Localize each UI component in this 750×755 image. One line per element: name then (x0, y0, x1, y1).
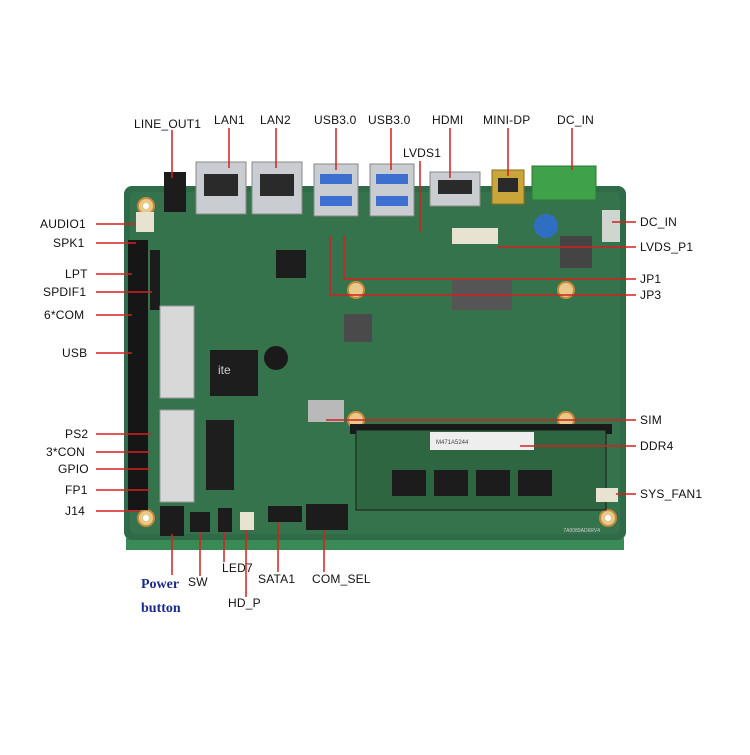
label-lan2: LAN2 (260, 113, 291, 127)
ram-sticker (430, 432, 534, 450)
label-fp1: FP1 (65, 483, 88, 497)
label-audio1: AUDIO1 (40, 217, 86, 231)
lvds-connector (452, 228, 498, 244)
m2-slot (206, 420, 234, 490)
sata1-connector (268, 506, 302, 522)
label-dc-in-right: DC_IN (640, 215, 678, 229)
ite-chip (210, 350, 258, 396)
label-hd-p: HD_P (228, 596, 261, 610)
label-ps2: PS2 (65, 427, 89, 441)
label-spk1: SPK1 (53, 236, 85, 250)
label-sys-fan1: SYS_FAN1 (640, 487, 703, 501)
label-usb: USB (62, 346, 88, 360)
mpcie-slot-2 (159, 409, 195, 503)
inductor (344, 314, 372, 342)
ddr4-slot (350, 424, 612, 434)
small-chip (276, 250, 306, 278)
ram-chip-3 (476, 470, 510, 496)
dc-inductor (560, 236, 592, 268)
label-sim: SIM (640, 413, 662, 427)
dc-in-screw-terminal (602, 210, 620, 242)
usb30-port-a (313, 163, 359, 217)
callout-jp3 (329, 236, 636, 296)
label-com-sel: COM_SEL (312, 572, 371, 586)
rear-io (164, 161, 597, 217)
label-hdmi: HDMI (432, 113, 464, 127)
sw-part (190, 512, 210, 532)
label-j14: J14 (65, 504, 85, 518)
label-usb30-a: USB3.0 (314, 113, 357, 127)
label-mini-dp: MINI-DP (483, 113, 531, 127)
mpcie-slot-1 (159, 305, 195, 399)
pin-header-column (128, 240, 148, 510)
ram-sticker-text: M471A5244 (436, 440, 469, 446)
callout-lines (96, 128, 636, 597)
label-jp3: JP3 (640, 288, 662, 302)
audio1-connector (136, 212, 154, 232)
sys-fan-connector (596, 488, 618, 502)
label-3con: 3*CON (46, 445, 86, 459)
label-6com: 6*COM (44, 308, 85, 322)
usb30-port-b (369, 163, 415, 217)
label-lan1: LAN1 (214, 113, 245, 127)
chip-brand-text: ite (218, 363, 231, 377)
left-headers (128, 212, 160, 510)
label-spdif1: SPDIF1 (43, 285, 87, 299)
board-edge (126, 538, 624, 550)
capacitor (534, 214, 558, 238)
label-dc-in-top: DC_IN (557, 113, 595, 127)
label-sw: SW (188, 575, 208, 589)
label-gpio: GPIO (58, 462, 89, 476)
audio-jack (164, 172, 186, 212)
label-line-out1: LINE_OUT1 (134, 117, 202, 131)
sim-slot (308, 400, 344, 422)
label-lpt: LPT (65, 267, 88, 281)
callout-jp1 (343, 236, 636, 280)
label-power-button-line2: button (141, 601, 181, 616)
ram-chip-2 (434, 470, 468, 496)
label-power-button-line1: Power (141, 577, 180, 592)
dc-in-terminal (531, 165, 597, 201)
board-id-text: 7A0089AD6RV4 (563, 528, 600, 534)
buzzer (264, 346, 288, 370)
label-sata1: SATA1 (258, 572, 296, 586)
label-ddr4: DDR4 (640, 439, 674, 453)
label-led7: LED7 (222, 561, 253, 575)
ram-chip-1 (392, 470, 426, 496)
led7-part (218, 508, 232, 532)
label-lvds1: LVDS1 (403, 146, 442, 160)
label-usb30-b: USB3.0 (368, 113, 411, 127)
com-sel-header (306, 504, 348, 530)
label-jp1: JP1 (640, 272, 662, 286)
ram-chip-4 (518, 470, 552, 496)
hd-p-connector (240, 512, 254, 530)
label-lvds-p1: LVDS_P1 (640, 240, 694, 254)
power-button-part (160, 506, 184, 536)
